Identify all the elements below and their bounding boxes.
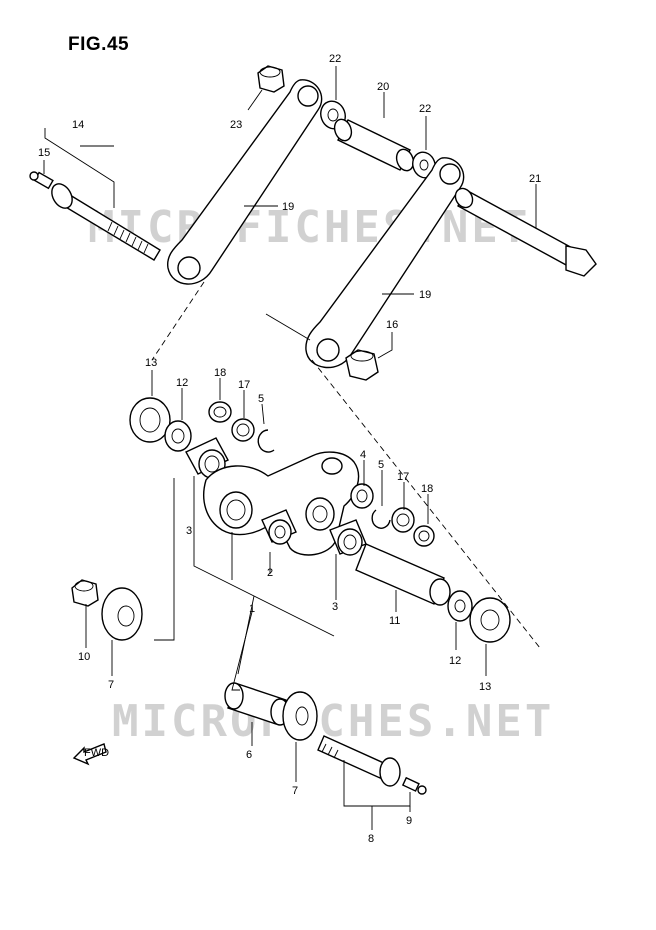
callout-17-right: 17 [397,471,409,483]
circlip-5-right [371,509,391,529]
spacer-17-right [391,507,415,533]
callout-22-left: 22 [329,53,341,65]
bushing-18-left [208,401,232,423]
callout-12-right: 12 [449,655,461,667]
washer-7-bottom [282,691,318,741]
callout-13-left: 13 [145,357,157,369]
watermark-top: MICROFICHES.NET [88,202,531,253]
fwd-label: FWD [84,747,109,759]
callout-22-right: 22 [419,103,431,115]
callout-3-right: 3 [332,601,338,613]
callout-7-bottom: 7 [292,785,298,797]
washer-12-left [164,420,192,452]
callout-9: 9 [406,815,412,827]
callout-16: 16 [386,319,398,331]
callout-3-left: 3 [186,525,192,537]
callout-17-left: 17 [238,379,250,391]
callout-18-left: 18 [214,367,226,379]
figure-title: FIG.45 [68,34,130,55]
guide-line-1 [265,313,311,341]
callout-20: 20 [377,81,389,93]
grease-nipple-15 [29,171,54,190]
dash-line-2 [311,359,541,649]
callout-14: 14 [72,119,84,131]
needle-bearing-2 [261,509,297,545]
nut-10 [71,579,99,607]
callout-5-right: 5 [378,459,384,471]
dust-seal-13-right [469,597,511,643]
callout-1: 1 [249,603,255,615]
bearing-4 [350,483,374,509]
bolt-21 [454,187,597,277]
nut-16 [345,349,379,381]
bolt-14 [51,183,161,261]
watermark-bottom: MICROFICHES.NET [112,696,555,747]
collar-6 [224,682,290,726]
leader-lines [43,66,537,830]
callout-18-right: 18 [421,483,433,495]
cushion-lever-1 [203,451,360,556]
callout-8: 8 [368,833,374,845]
callout-6: 6 [246,749,252,761]
callout-15: 15 [38,147,50,159]
callout-11: 11 [389,615,400,627]
bolt-8 [317,735,401,787]
grease-nipple-9 [401,776,427,795]
callout-labels: 14 15 23 22 20 22 21 19 19 16 13 12 18 1… [38,53,541,845]
callout-19-right: 19 [419,289,431,301]
spacer-17-left [231,418,255,442]
callout-13-right: 13 [479,681,491,693]
rod-19-right [305,157,465,369]
dust-seal-13-left [129,397,171,443]
callout-5-left: 5 [258,393,264,405]
fwd-arrow-icon [72,743,107,766]
callout-23: 23 [230,119,242,131]
collar-11 [355,543,451,606]
bushing-18-right [413,525,435,547]
rod-19-left [167,79,323,285]
callout-2: 2 [267,567,273,579]
nut-23 [257,65,285,93]
washer-7-left [101,587,143,641]
callout-21: 21 [529,173,541,185]
callout-4: 4 [360,449,366,461]
dash-line-1 [151,281,205,361]
circlip-5-left [257,429,275,453]
callout-12-left: 12 [176,377,188,389]
callout-19-left: 19 [282,201,294,213]
callout-10: 10 [78,651,90,663]
callout-7-left: 7 [108,679,114,691]
collar-20 [333,118,415,172]
washer-12-right [447,590,473,622]
